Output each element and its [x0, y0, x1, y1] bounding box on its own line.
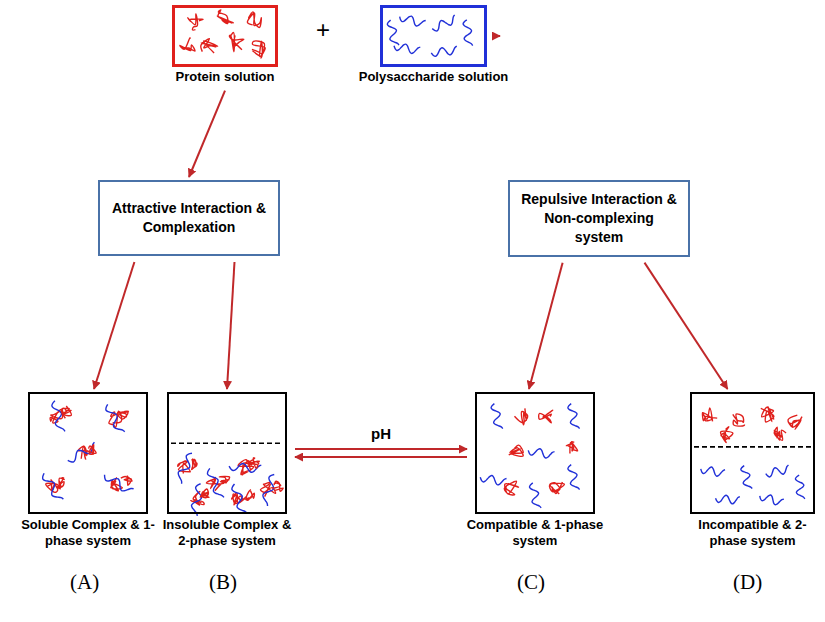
polysaccharide-chain	[766, 465, 789, 477]
system-box: Compatible & 1-phase system	[475, 392, 595, 514]
polysaccharide-chain	[263, 474, 274, 506]
box-text: Repulsive Interaction & Non-complexing s…	[520, 190, 678, 247]
phase-boundary	[171, 442, 283, 444]
system-box: Soluble Complex & 1-phase system	[28, 392, 148, 514]
protein-chain	[201, 39, 218, 53]
protein-chain	[248, 458, 260, 469]
protein-chain	[566, 442, 577, 454]
polysaccharide-chain	[232, 484, 247, 514]
arrow-line	[295, 456, 467, 458]
protein-chain	[192, 459, 197, 470]
flow-arrow	[94, 262, 134, 389]
protein-chain	[247, 12, 261, 28]
arrow-line	[495, 35, 500, 37]
polysaccharide-chain	[106, 404, 125, 431]
polysaccharide-chain	[701, 467, 725, 476]
flow-arrow	[529, 263, 563, 389]
flow-arrow	[495, 36, 500, 37]
polysaccharide-chain	[741, 466, 752, 489]
reversible-arrow	[295, 449, 467, 457]
system-box: Incompatible & 2-phase system	[690, 392, 815, 514]
interaction-box: Repulsive Interaction & Non-complexing s…	[508, 180, 690, 257]
box-caption: Incompatible & 2-phase system	[687, 517, 819, 548]
protein-chain	[252, 41, 265, 58]
protein-chain	[117, 411, 129, 419]
flow-arrow	[645, 263, 728, 389]
box-text: Attractive Interaction & Complexation	[110, 199, 268, 237]
panel-letter: (B)	[209, 570, 237, 595]
protein-chain	[774, 427, 786, 440]
polysaccharide-chain	[387, 20, 399, 45]
protein-chain	[246, 490, 255, 501]
polysaccharide-chain	[432, 15, 454, 31]
protein-solution-box: Protein solution	[172, 5, 278, 67]
flow-arrow	[189, 91, 225, 177]
polysaccharide-chain	[529, 483, 541, 508]
system-box: Insoluble Complex & 2-phase system	[167, 392, 287, 514]
panel-letter: (A)	[70, 570, 99, 595]
polysaccharide-chain	[760, 495, 784, 505]
protein-chain	[58, 478, 65, 488]
panel-letter: (D)	[733, 570, 762, 595]
protein-chain	[733, 414, 745, 426]
plus-sign: +	[316, 16, 330, 44]
polysaccharide-chain	[480, 476, 506, 485]
polysaccharide-chain	[192, 484, 202, 516]
protein-chain	[272, 481, 283, 491]
polysaccharide-chain	[178, 453, 192, 484]
box-caption: Insoluble Complex & 2-phase system	[157, 517, 297, 548]
protein-chain	[229, 33, 243, 52]
protein-chain	[721, 427, 733, 443]
interaction-box: Attractive Interaction & Complexation	[98, 180, 280, 256]
polysaccharide-chain	[394, 44, 420, 53]
arrow-line	[529, 263, 563, 389]
flow-arrow	[227, 262, 235, 389]
polysaccharide-chain	[400, 16, 426, 26]
arrow-line	[189, 91, 225, 177]
protein-chain	[761, 407, 774, 422]
polysaccharide-chain	[431, 46, 456, 56]
polysaccharide-chain	[568, 404, 580, 429]
protein-chain	[188, 14, 203, 30]
protein-chain	[87, 445, 96, 455]
protein-chain	[219, 476, 229, 483]
polysaccharide-chain	[795, 475, 804, 499]
protein-chain	[200, 489, 209, 498]
arrow-line	[645, 263, 728, 389]
box-caption: Protein solution	[176, 69, 275, 85]
protein-chain	[539, 410, 553, 423]
polysaccharide-chain	[207, 468, 224, 497]
protein-chain	[509, 445, 524, 456]
arrow-line	[94, 262, 134, 389]
protein-chain	[121, 475, 132, 485]
protein-chain	[61, 406, 71, 418]
polysaccharide-chain	[463, 20, 473, 46]
protein-chain	[702, 408, 717, 421]
protein-chain	[504, 481, 518, 495]
edge-label: pH	[369, 425, 393, 442]
polysaccharide-chain	[568, 465, 580, 490]
protein-chain	[206, 477, 223, 490]
box-caption: Compatible & 1-phase system	[465, 517, 605, 548]
protein-chain	[217, 10, 233, 24]
panel-letter: (C)	[517, 570, 545, 595]
polysaccharide-solution-box: Polysaccharide solution	[380, 5, 487, 67]
protein-chain	[788, 415, 802, 429]
arrow-line	[295, 448, 467, 450]
polysaccharide-chain	[43, 473, 64, 499]
protein-chain	[514, 408, 527, 424]
polysaccharide-chain	[491, 404, 503, 429]
protein-chain	[180, 38, 195, 51]
protein-chain	[549, 482, 564, 494]
phase-boundary	[694, 446, 811, 448]
box-caption: Polysaccharide solution	[359, 69, 509, 85]
arrow-line	[227, 262, 235, 389]
box-caption: Soluble Complex & 1-phase system	[18, 517, 158, 548]
polysaccharide-chain	[105, 475, 134, 491]
polysaccharide-chain	[528, 449, 554, 458]
polysaccharide-chain	[716, 495, 740, 504]
